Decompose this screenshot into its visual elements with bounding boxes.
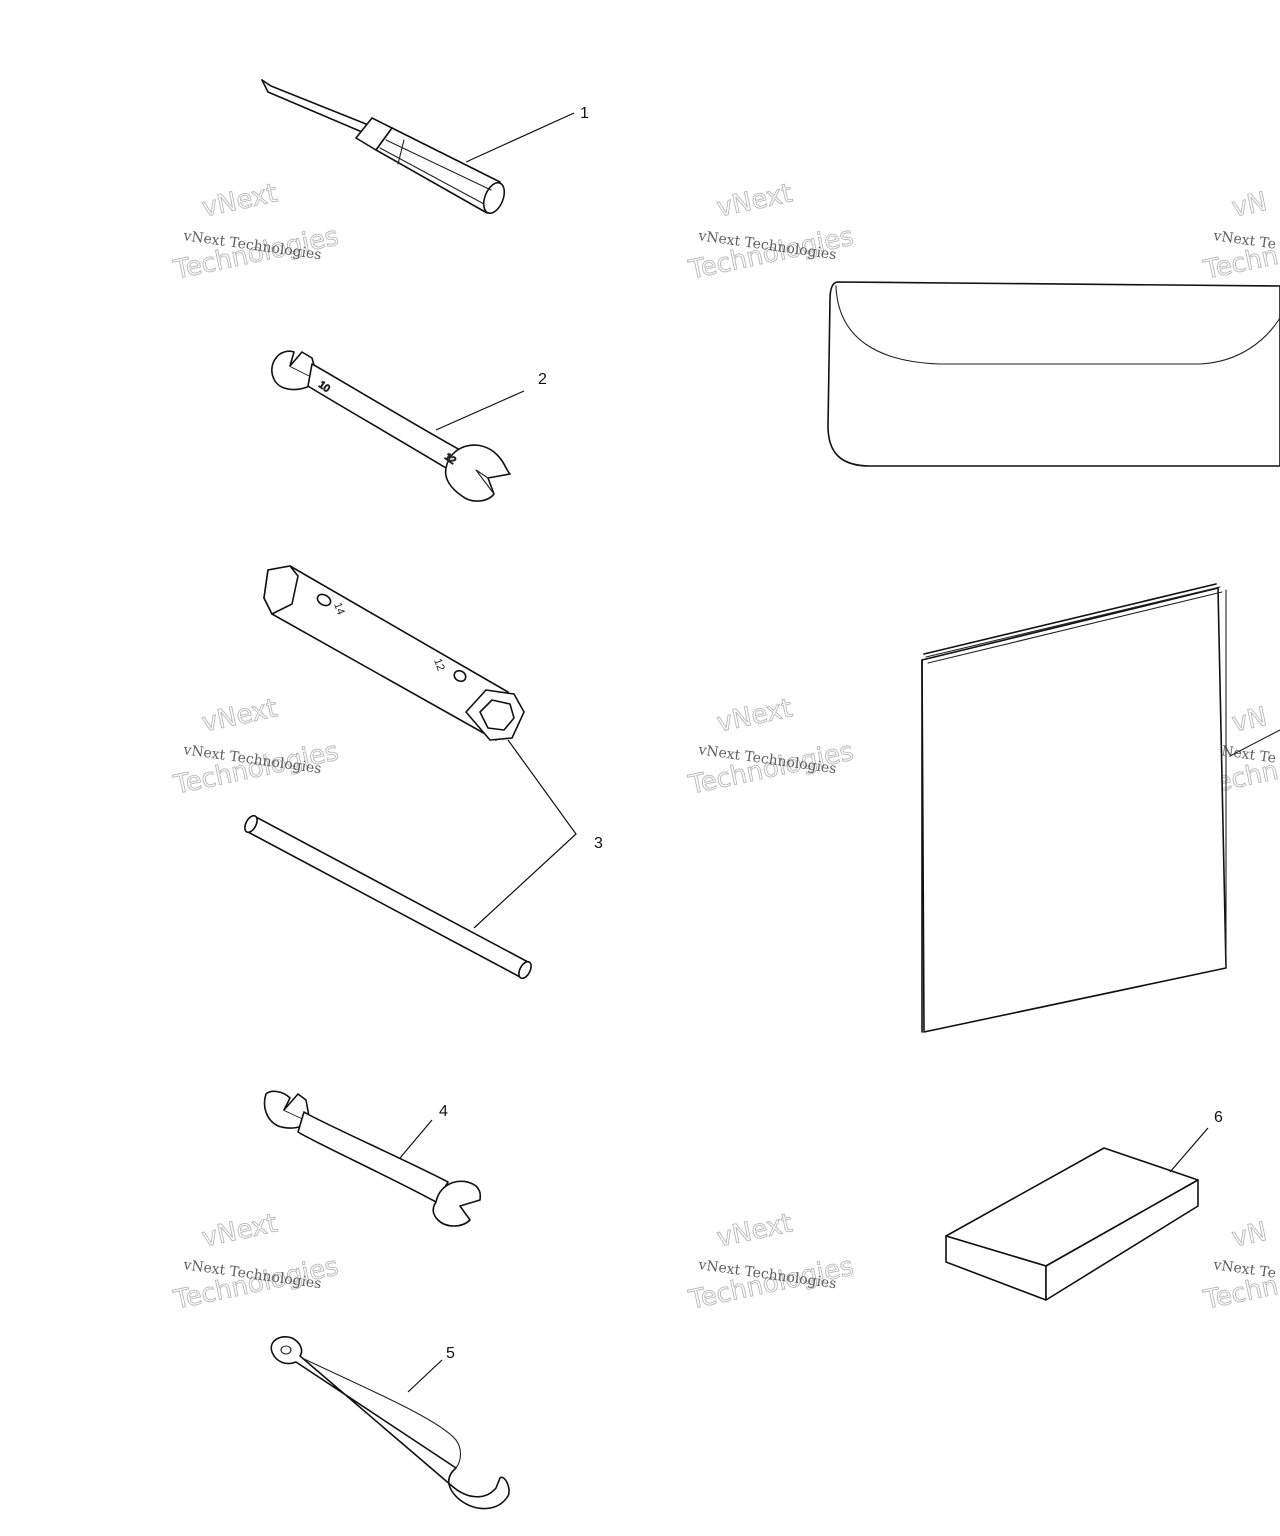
watermark-brand: vNext xyxy=(199,178,280,223)
open-end-wrench-part[interactable]: 10 12 xyxy=(271,350,511,502)
callout-2-leader xyxy=(435,390,525,431)
manual-booklet-part[interactable] xyxy=(921,583,1280,1033)
callout-3-leader xyxy=(473,739,577,929)
flat-box-part[interactable] xyxy=(945,1147,1199,1301)
tool-pouch-part[interactable] xyxy=(827,281,1280,467)
box-wrench-size-large: 14 xyxy=(331,601,346,617)
watermark-brand: vNext xyxy=(199,693,280,738)
callout-1-leader xyxy=(465,112,575,163)
watermark-brand: vNext xyxy=(714,693,795,738)
watermark-brand-partial: vN xyxy=(1229,1217,1269,1254)
callout-6-leader xyxy=(1169,1127,1209,1173)
callout-4-leader xyxy=(399,1119,433,1159)
callout-4: 4 xyxy=(439,1103,448,1120)
callout-2: 2 xyxy=(538,371,547,388)
callout-6: 6 xyxy=(1214,1109,1223,1126)
small-wrench-part[interactable] xyxy=(263,1090,482,1227)
callout-5-leader xyxy=(407,1359,443,1393)
callout-5: 5 xyxy=(446,1345,455,1362)
hook-wrench-part[interactable] xyxy=(270,1336,510,1510)
callout-3: 3 xyxy=(594,835,603,852)
callout-1: 1 xyxy=(580,105,589,122)
watermark-brand-partial: vN xyxy=(1229,702,1269,739)
box-wrench-size-small: 12 xyxy=(431,657,446,673)
watermark-brand: vNext xyxy=(714,1208,795,1253)
box-wrench-part[interactable]: 14 12 xyxy=(263,565,525,741)
screwdriver-part[interactable] xyxy=(261,79,508,216)
watermark-brand: vNext xyxy=(714,178,795,223)
watermark-brand: vNext xyxy=(199,1208,280,1253)
tommy-bar-part[interactable] xyxy=(242,814,533,981)
watermark-brand-partial: vN xyxy=(1229,187,1269,224)
